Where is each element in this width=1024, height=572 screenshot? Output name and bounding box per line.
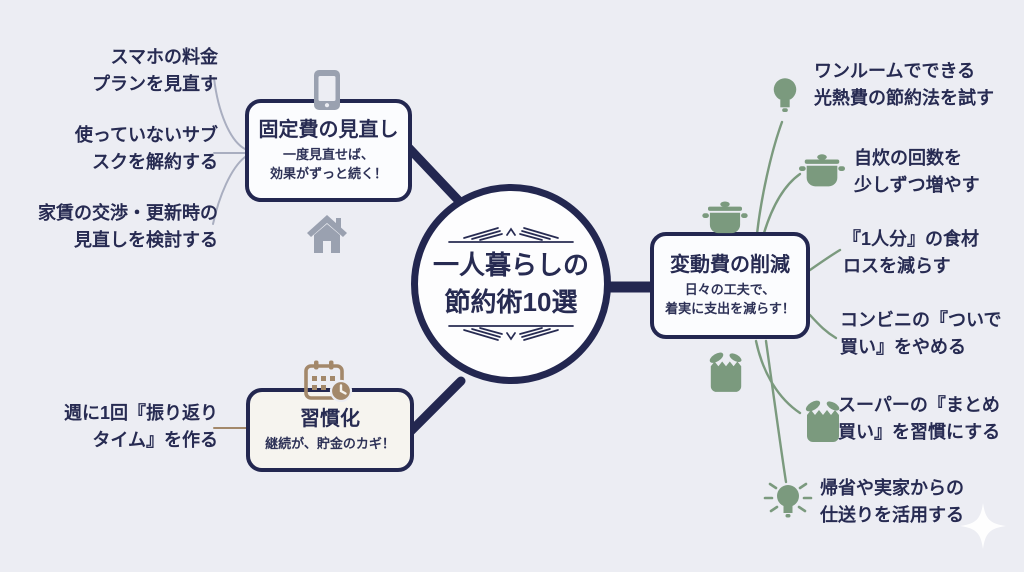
twig-variable-item4 xyxy=(808,313,838,340)
habit-node: 習慣化 継続が、貯金のカギ！ xyxy=(246,388,414,472)
variable-item-utilities: ワンルームでできる 光熱費の節約法を試す xyxy=(814,61,994,108)
fixed-costs-subtitle: 一度見直せば、 効果がずっと続く！ xyxy=(269,147,387,181)
glowing-bulb-icon xyxy=(763,482,813,518)
habit-item-review-time: 週に1回『振り返り タイム』を作る xyxy=(63,403,218,450)
habit-subtitle: 継続が、貯金のカギ！ xyxy=(265,436,395,451)
variable-item-konbini: コンビニの『ついで 買い』をやめる xyxy=(840,310,1002,357)
variable-costs-title: 変動費の削減 xyxy=(670,254,790,276)
variable-item-family-help: 帰省や実家からの 仕送りを活用する xyxy=(820,478,964,525)
fixed-costs-node: 固定費の見直し 一度見直せば、 効果がずっと続く！ xyxy=(245,99,412,202)
smartphone-icon xyxy=(314,70,340,110)
center-title: 一人暮らしの 節約術10選 xyxy=(432,250,589,317)
cooking-pot-icon xyxy=(702,201,748,234)
center-node: 一人暮らしの 節約術10選 xyxy=(411,184,611,384)
connector-center-fixed xyxy=(402,141,464,206)
flourish-bottom-icon xyxy=(448,325,574,341)
twig-variable-item1 xyxy=(755,120,784,236)
flourish-top-icon xyxy=(448,227,574,243)
connector-center-habit xyxy=(406,376,466,436)
house-icon xyxy=(307,215,347,253)
twig-variable-item2 xyxy=(762,172,802,235)
variable-item-food-loss: 『1人分』の食材 ロスを減らす xyxy=(843,229,980,276)
variable-item-cooking: 自炊の回数を 少しずつ増やす xyxy=(854,148,980,195)
twig-fixed-item1 xyxy=(213,77,246,150)
variable-costs-subtitle: 日々の工夫で、 着実に支出を減らす！ xyxy=(665,282,795,316)
twig-variable-item3 xyxy=(808,248,842,272)
sparkle-icon xyxy=(960,503,1006,549)
cooking-pot-icon xyxy=(799,154,845,187)
variable-item-bulk-buy: スーパーの『まとめ 買い』を習慣にする xyxy=(838,395,1001,442)
fixed-item-rent: 家賃の交渉・更新時の 見直しを検討する xyxy=(38,203,218,250)
habit-title: 習慣化 xyxy=(300,408,360,430)
grocery-bag-icon xyxy=(709,352,742,392)
grocery-bag-icon xyxy=(805,400,840,442)
twig-fixed-item3 xyxy=(212,156,246,225)
variable-costs-node: 変動費の削減 日々の工夫で、 着実に支出を減らす！ xyxy=(650,232,810,339)
lightbulb-icon xyxy=(773,78,797,112)
fixed-costs-title: 固定費の見直し xyxy=(258,119,399,141)
twig-variable-item5 xyxy=(754,339,802,415)
fixed-item-phone-plan: スマホの料金 プランを見直す xyxy=(92,47,218,94)
twig-variable-item6 xyxy=(764,339,788,484)
calendar-clock-icon xyxy=(304,360,353,402)
fixed-item-subscriptions: 使っていないサブ スクを解約する xyxy=(74,125,218,172)
